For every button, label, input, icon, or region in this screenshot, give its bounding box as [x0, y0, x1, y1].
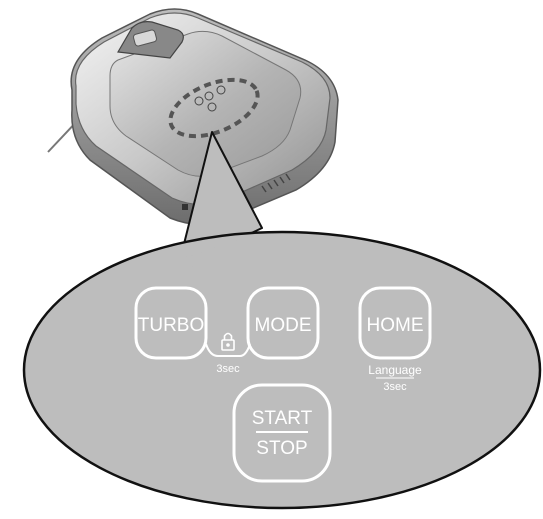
start-stop-button[interactable]: START STOP — [232, 383, 332, 483]
robot-control-panel — [109, 30, 302, 177]
robot-handle-slot — [132, 29, 158, 47]
lock-icon — [221, 332, 235, 351]
lock-hold-time: 3sec — [216, 363, 240, 375]
child-lock-indicator: 3sec — [205, 332, 251, 375]
button-area-highlight — [168, 77, 260, 139]
robot-mini-buttons — [194, 85, 226, 112]
home-button[interactable]: HOME Language 3sec — [358, 286, 432, 393]
control-panel-callout — [22, 230, 542, 510]
lock-bracket — [205, 343, 251, 357]
home-language-label: Language — [368, 363, 422, 377]
callout-seam-cover — [183, 236, 256, 268]
home-language-hold-time: 3sec — [383, 381, 407, 393]
stop-label: STOP — [256, 438, 307, 459]
start-label: START — [252, 408, 313, 429]
mode-label: MODE — [255, 315, 312, 336]
robot-port — [182, 204, 188, 210]
mode-button[interactable]: MODE — [246, 286, 320, 360]
robot-vent — [261, 173, 291, 193]
robot-cleaner — [47, 8, 339, 226]
turbo-label: TURBO — [138, 315, 205, 336]
home-label: HOME — [367, 315, 424, 336]
turbo-button[interactable]: TURBO — [134, 286, 208, 360]
